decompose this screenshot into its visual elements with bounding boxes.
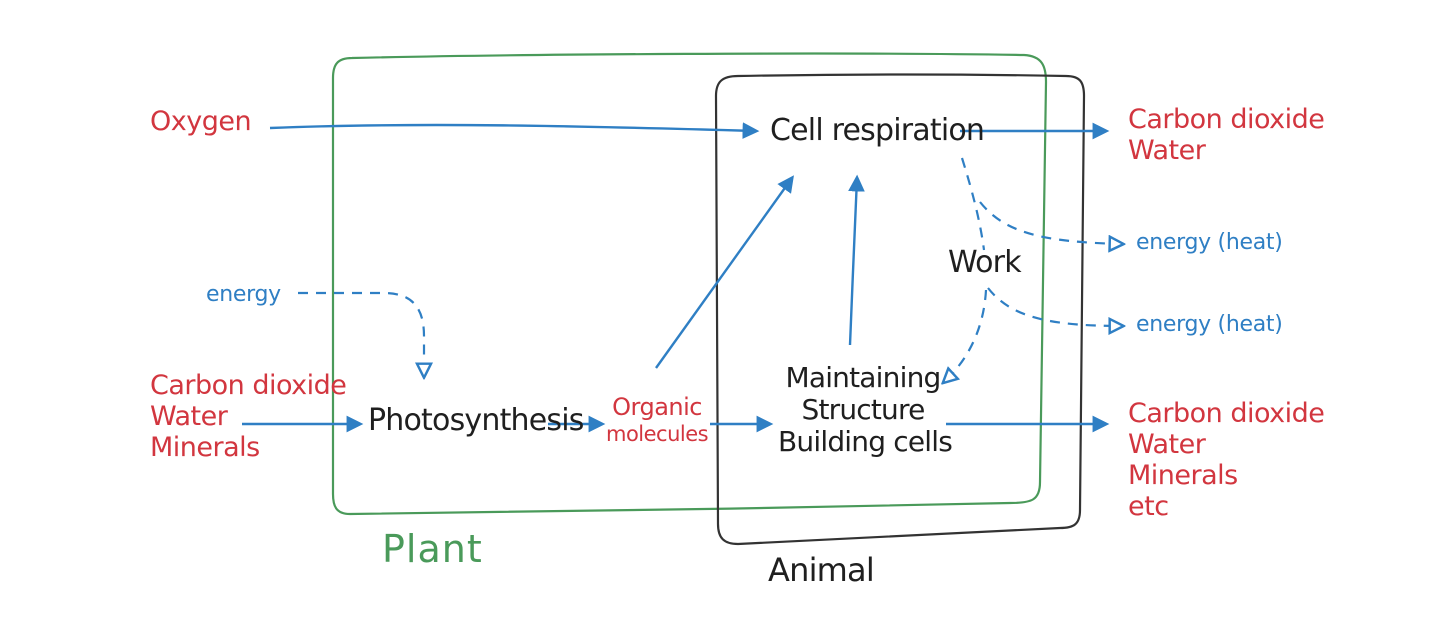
arrow-work-to-maintaining (944, 289, 988, 382)
maintaining-line-2: Structure (801, 393, 925, 427)
input-carbon-dioxide: Carbon dioxide (150, 370, 347, 401)
maintaining-line-3: Building cells (778, 425, 953, 459)
label-respiration-outputs: Carbon dioxide Water (1128, 104, 1325, 167)
input-minerals: Minerals (150, 432, 260, 464)
animal-box (714, 73, 1086, 546)
plant-box (331, 52, 1048, 516)
organic-line-2: molecules (606, 421, 709, 446)
arrow-energy-to-photosynthesis (298, 291, 424, 376)
waste-output-water: Water (1128, 429, 1206, 461)
arrow-organic-to-respiration (655, 175, 794, 369)
arrow-heat-1 (979, 201, 1122, 244)
arrow-heat-2 (987, 287, 1122, 326)
label-oxygen: Oxygen (150, 106, 252, 137)
waste-output-etc: etc (1128, 491, 1169, 523)
label-animal: Animal (768, 551, 875, 589)
label-energy-in: energy (206, 282, 281, 307)
label-plant: Plant (382, 527, 483, 571)
label-heat-2: energy (heat) (1136, 312, 1283, 337)
label-inputs: Carbon dioxide Water Minerals (150, 370, 347, 464)
maintaining-line-1: Maintaining (785, 361, 941, 394)
organic-line-1: Organic (612, 393, 702, 421)
input-water: Water (150, 401, 228, 433)
label-organic-molecules: Organic molecules (606, 393, 709, 446)
arrow-respiration-to-work (960, 157, 986, 251)
waste-output-carbon-dioxide: Carbon dioxide (1128, 398, 1325, 429)
resp-output-water: Water (1128, 135, 1206, 167)
label-maintaining: Maintaining Structure Building cells (778, 361, 953, 459)
label-work: Work (948, 245, 1022, 280)
resp-output-carbon-dioxide: Carbon dioxide (1128, 104, 1325, 135)
arrow-oxygen-to-respiration (269, 122, 760, 140)
label-cell-respiration: Cell respiration (770, 113, 985, 148)
arrow-maintaining-to-respiration (848, 174, 865, 346)
label-photosynthesis: Photosynthesis (368, 403, 584, 438)
waste-output-minerals: Minerals (1128, 460, 1238, 492)
label-heat-1: energy (heat) (1136, 230, 1283, 255)
label-waste-outputs: Carbon dioxide Water Minerals etc (1128, 398, 1325, 523)
